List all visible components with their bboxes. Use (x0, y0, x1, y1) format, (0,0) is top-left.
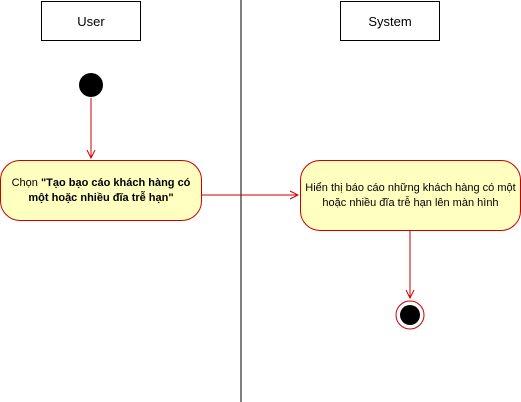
swimlane-header-user: User (41, 1, 141, 41)
swimlane-label: System (368, 13, 412, 29)
user-action-emphasis: "Tạo bạo cáo khách hàng có một hoặc nhiề… (28, 176, 191, 204)
swimlane-header-system: System (340, 1, 440, 41)
final-node[interactable] (395, 300, 425, 330)
system-action-node[interactable]: Hiển thị báo cáo những khách hàng có một… (300, 160, 521, 231)
user-action-text: Chọn "Tạo bạo cáo khách hàng có một hoặc… (5, 176, 197, 206)
user-action-prefix: Chọn (11, 176, 41, 189)
user-action-node[interactable]: Chọn "Tạo bạo cáo khách hàng có một hoặc… (0, 160, 202, 221)
initial-node[interactable] (79, 73, 103, 97)
swimlane-label: User (77, 13, 105, 29)
system-action-text: Hiển thị báo cáo những khách hàng có một… (305, 181, 516, 209)
